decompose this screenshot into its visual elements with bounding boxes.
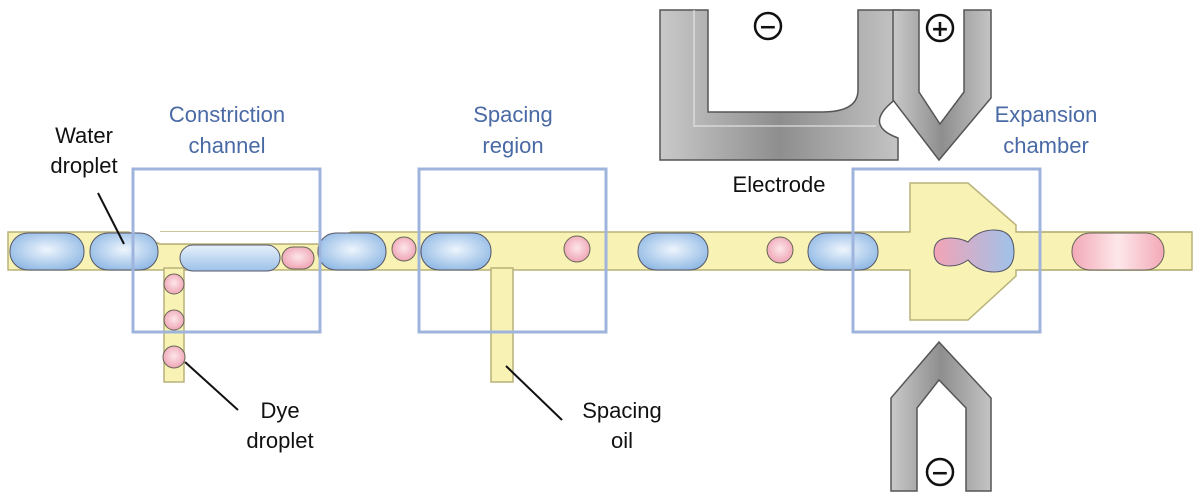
constriction-section: [127, 231, 353, 245]
svg-text:Spacing: Spacing: [582, 398, 662, 423]
water-droplet: [89, 232, 159, 271]
dye-droplet: [163, 273, 185, 295]
merged-droplet: [933, 229, 1015, 273]
dye-droplet: [162, 345, 186, 369]
expansion-chamber-outline: [880, 182, 1192, 321]
water-droplet: [317, 232, 387, 271]
constriction-channel-box: [131, 167, 322, 334]
electrode-label: Electrode: [733, 172, 826, 197]
water-droplet: [420, 232, 492, 271]
minus-icon-top-left: −: [753, 11, 783, 41]
plus-icon-top-right: +: [925, 13, 955, 43]
spacing-region-label: Spacing region: [473, 102, 553, 158]
svg-text:Dye: Dye: [260, 398, 299, 423]
spacing-oil-channel: [490, 267, 514, 383]
dye-droplet: [163, 309, 185, 331]
water-droplet: [9, 232, 85, 271]
electrode-bottom: [890, 340, 992, 492]
svg-text:−: −: [759, 15, 777, 40]
svg-text:Spacing: Spacing: [473, 102, 553, 127]
water-droplet-elongated: [179, 244, 281, 272]
svg-text:Expansion: Expansion: [995, 102, 1098, 127]
svg-text:droplet: droplet: [246, 428, 313, 453]
water-droplet-leader: [97, 192, 125, 245]
expansion-chamber-box: [851, 167, 1042, 334]
spacing-region-box: [417, 167, 608, 334]
constriction-channel-label: Constriction channel: [169, 102, 285, 158]
dye-droplet: [281, 246, 315, 270]
spacing-oil-label: Spacing oil: [582, 398, 662, 453]
svg-text:+: +: [931, 17, 949, 42]
svg-text:channel: channel: [188, 133, 265, 158]
expansion-chamber-label: Expansion chamber: [995, 102, 1098, 158]
dye-droplet-label: Dye droplet: [246, 398, 313, 453]
spacing-oil-leader: [505, 365, 563, 421]
electrode-top-right: [892, 9, 992, 162]
water-droplet-label: Water droplet: [50, 123, 117, 178]
dye-droplet: [766, 236, 794, 264]
droplets: [9, 229, 1165, 369]
svg-text:Constriction: Constriction: [169, 102, 285, 127]
svg-text:droplet: droplet: [50, 153, 117, 178]
minus-icon-bottom: −: [925, 457, 955, 487]
svg-text:Water: Water: [55, 123, 113, 148]
dye-droplet-large: [1071, 232, 1165, 271]
svg-text:oil: oil: [611, 428, 633, 453]
dye-droplet: [391, 236, 417, 262]
svg-text:chamber: chamber: [1003, 133, 1089, 158]
water-droplet: [637, 232, 709, 271]
svg-text:region: region: [482, 133, 543, 158]
water-droplet: [807, 232, 879, 271]
dye-droplet: [563, 235, 591, 263]
dye-droplet-leader: [184, 361, 239, 411]
svg-text:−: −: [931, 461, 949, 486]
